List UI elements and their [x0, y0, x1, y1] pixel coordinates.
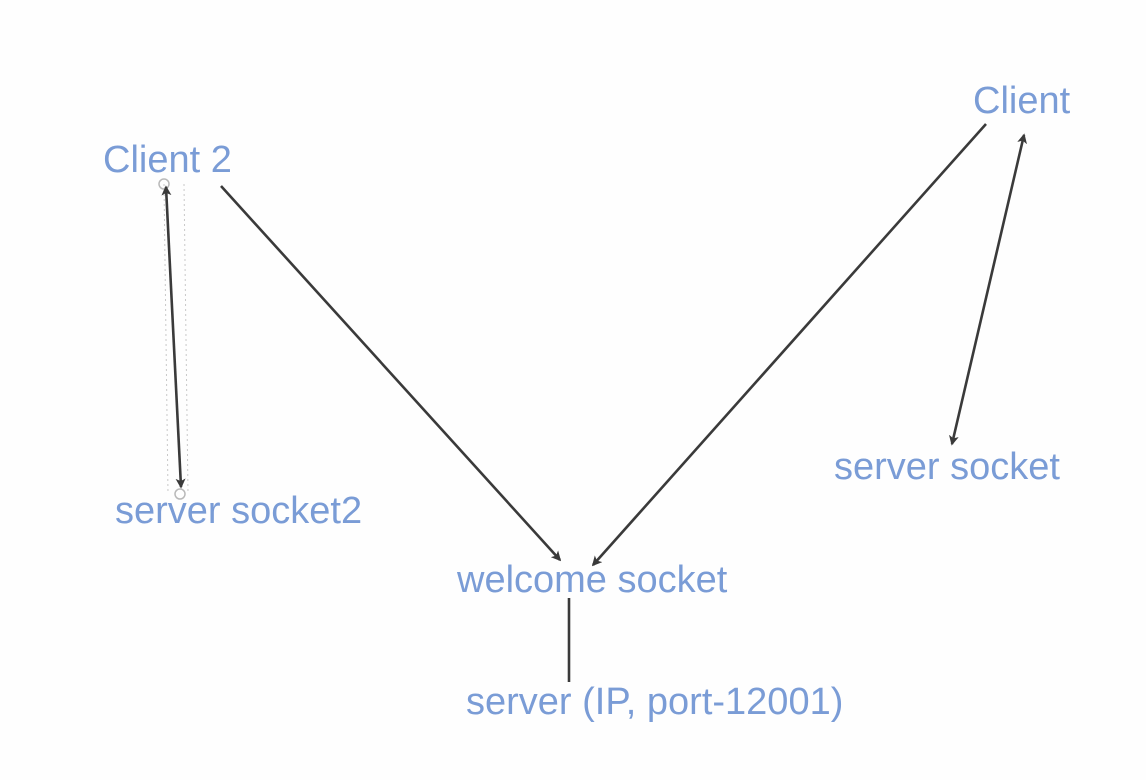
- server-label[interactable]: server (IP, port-12001): [466, 681, 844, 723]
- server-socket-label[interactable]: server socket: [834, 446, 1060, 488]
- edge-client-to-welcome-socket[interactable]: [591, 123, 987, 567]
- client-label[interactable]: Client: [973, 80, 1071, 122]
- edge-client2-server-socket2[interactable]: [161, 185, 186, 489]
- server-socket2-label[interactable]: server socket2: [115, 490, 363, 532]
- welcome-socket-label[interactable]: welcome socket: [457, 559, 728, 601]
- selection-handle-bottom[interactable]: [174, 488, 186, 500]
- client2-label[interactable]: Client 2: [103, 139, 232, 181]
- edge-client-server-socket[interactable]: [949, 133, 1027, 446]
- selection-guide-right: [183, 183, 189, 495]
- edge-client2-to-welcome-socket[interactable]: [220, 185, 562, 562]
